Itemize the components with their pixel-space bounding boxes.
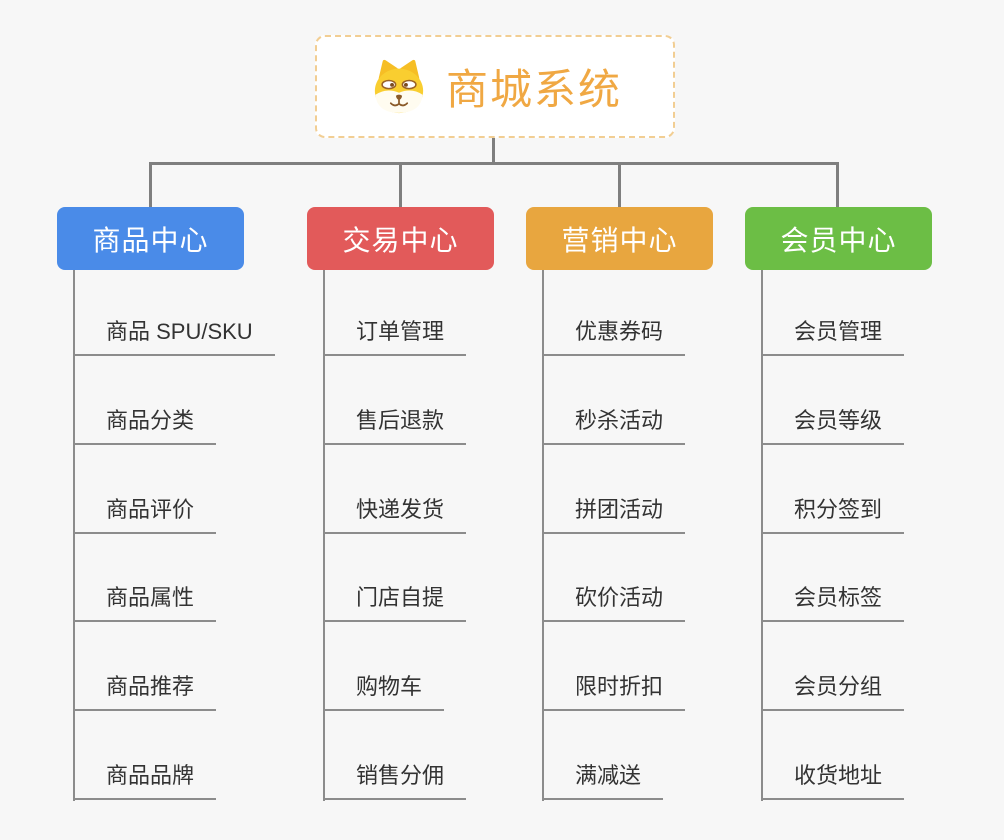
- leaf-node[interactable]: 商品推荐: [73, 671, 217, 711]
- leaf-node[interactable]: 积分签到: [761, 494, 905, 534]
- dog-face-icon: [374, 59, 424, 113]
- leaf-node[interactable]: 购物车: [323, 671, 445, 711]
- branch-node-product-center[interactable]: 商品中心: [57, 207, 244, 270]
- leaf-node[interactable]: 拼团活动: [542, 494, 686, 534]
- root-title: 商城系统: [445, 66, 622, 113]
- branch-trunk-line: [73, 270, 75, 801]
- leaf-node[interactable]: 会员管理: [761, 316, 905, 356]
- leaf-node[interactable]: 满减送: [542, 760, 664, 800]
- connector-root-drop: [492, 137, 495, 163]
- connector-drop-2: [399, 162, 402, 207]
- leaf-node[interactable]: 秒杀活动: [542, 405, 686, 445]
- leaf-node[interactable]: 商品 SPU/SKU: [73, 316, 275, 356]
- leaf-node[interactable]: 商品属性: [73, 582, 217, 622]
- branch-node-marketing-center[interactable]: 营销中心: [526, 207, 713, 270]
- connector-drop-1: [149, 162, 152, 207]
- branch-trunk-line: [542, 270, 544, 801]
- branch-node-member-center[interactable]: 会员中心: [745, 207, 932, 270]
- connector-drop-3: [618, 162, 621, 207]
- leaf-node[interactable]: 销售分佣: [323, 760, 467, 800]
- leaf-node[interactable]: 限时折扣: [542, 671, 686, 711]
- leaf-node[interactable]: 商品品牌: [73, 760, 217, 800]
- leaf-node[interactable]: 会员标签: [761, 582, 905, 622]
- leaf-node[interactable]: 会员等级: [761, 405, 905, 445]
- leaf-node[interactable]: 门店自提: [323, 582, 467, 622]
- leaf-node[interactable]: 优惠券码: [542, 316, 686, 356]
- leaf-node[interactable]: 售后退款: [323, 405, 467, 445]
- root-node-mall-system[interactable]: 商城系统: [315, 35, 675, 138]
- branch-trunk-line: [323, 270, 325, 801]
- leaf-node[interactable]: 商品评价: [73, 494, 217, 534]
- connector-rail: [149, 162, 839, 165]
- connector-drop-4: [836, 162, 839, 207]
- leaf-node[interactable]: 商品分类: [73, 405, 217, 445]
- leaf-node[interactable]: 收货地址: [761, 760, 905, 800]
- leaf-node[interactable]: 会员分组: [761, 671, 905, 711]
- branch-trunk-line: [761, 270, 763, 801]
- leaf-node[interactable]: 订单管理: [323, 316, 467, 356]
- leaf-node[interactable]: 砍价活动: [542, 582, 686, 622]
- branch-node-trade-center[interactable]: 交易中心: [307, 207, 494, 270]
- leaf-node[interactable]: 快递发货: [323, 494, 467, 534]
